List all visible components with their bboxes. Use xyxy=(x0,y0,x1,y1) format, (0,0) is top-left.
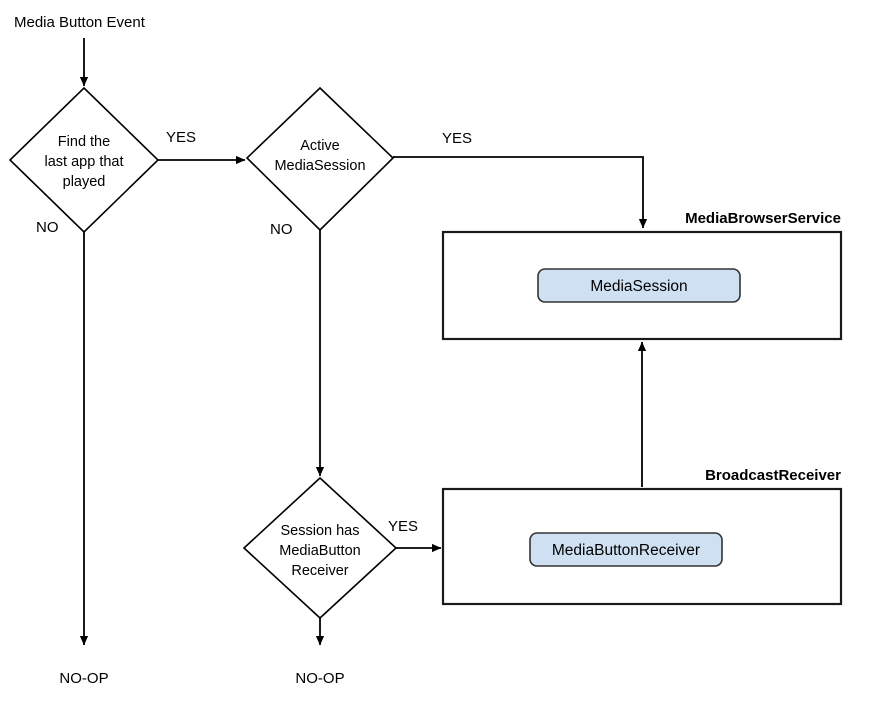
container-mediabrowserservice xyxy=(441,230,843,341)
branch-label-session-has-receiver-yes: YES xyxy=(388,518,418,535)
terminal-middle: NO-OP xyxy=(295,670,344,687)
decision-find-last-app-line-3: played xyxy=(63,174,106,190)
connector-active-mediasession-yes-to-mediabrowserservice xyxy=(393,156,648,229)
container-title-mediabrowserservice: MediaBrowserService xyxy=(685,210,841,227)
decision-active-mediasession-line-1: Active xyxy=(300,138,340,154)
decision-session-has-receiver-line-2: MediaButton xyxy=(279,543,360,559)
node-mediabuttonreceiver-label: MediaButtonReceiver xyxy=(552,542,700,559)
container-title-broadcastreceiver: BroadcastReceiver xyxy=(705,467,841,484)
node-mediabuttonreceiver[interactable] xyxy=(529,532,723,567)
branch-label-find-last-app-no: NO xyxy=(36,219,59,236)
decision-active-mediasession-line-2: MediaSession xyxy=(274,158,365,174)
entry-label: Media Button Event xyxy=(14,14,146,31)
decision-find-last-app-line-2: last app that xyxy=(45,154,124,170)
branch-label-active-mediasession-yes: YES xyxy=(442,130,472,147)
node-mediasession-label: MediaSession xyxy=(590,278,687,295)
decision-session-has-receiver-line-1: Session has xyxy=(281,523,360,539)
terminal-left: NO-OP xyxy=(59,670,108,687)
decision-find-last-app-line-1: Find the xyxy=(58,134,110,150)
branch-label-active-mediasession-no: NO xyxy=(270,221,293,238)
decision-session-has-receiver-line-3: Receiver xyxy=(291,563,348,579)
node-mediasession[interactable] xyxy=(537,268,741,303)
branch-label-find-last-app-yes: YES xyxy=(166,129,196,146)
